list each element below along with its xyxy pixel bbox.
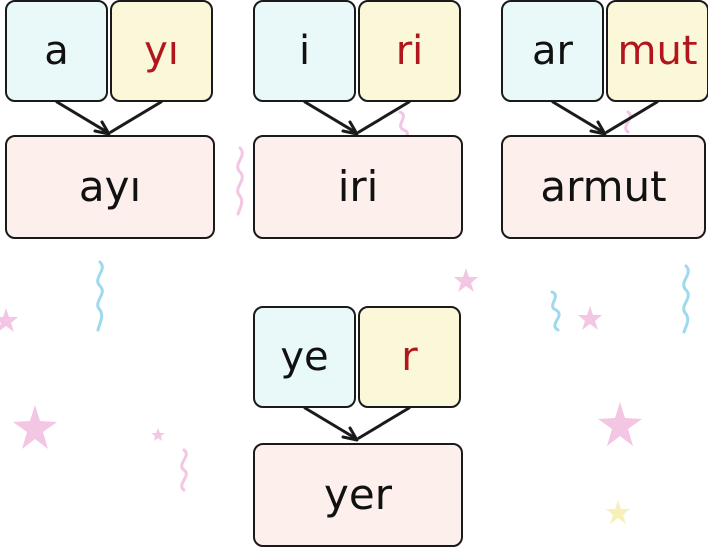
- second-syllable-card: mut: [606, 0, 708, 102]
- combined-word-card: yer: [253, 443, 463, 547]
- star-icon: [454, 268, 478, 292]
- merge-arrows: [303, 100, 411, 136]
- first-syllable-card: ar: [501, 0, 604, 102]
- first-syllable-card: i: [253, 0, 356, 102]
- merge-arrows: [551, 100, 659, 136]
- star-icon: [151, 428, 165, 441]
- syllable-group-iri: i ri iri: [253, 0, 463, 240]
- combined-word-card: armut: [501, 135, 706, 239]
- confetti-icon: [96, 260, 104, 332]
- second-syllable-card: r: [358, 306, 461, 408]
- star-icon: [578, 306, 602, 330]
- syllable-group-ayi: a yı ayı: [5, 0, 215, 240]
- star-icon: [13, 405, 57, 449]
- star-icon: [606, 500, 630, 524]
- syllable-group-armut: ar mut armut: [501, 0, 708, 240]
- merge-arrows: [303, 406, 411, 442]
- confetti-icon: [624, 110, 632, 134]
- second-syllable-card: yı: [110, 0, 213, 102]
- star-icon: [0, 308, 18, 332]
- star-icon: [598, 402, 642, 446]
- merge-arrows: [55, 100, 163, 136]
- combined-word-card: iri: [253, 135, 463, 239]
- confetti-icon: [550, 290, 561, 332]
- second-syllable-card: ri: [358, 0, 461, 102]
- syllable-group-yer: ye r yer: [253, 306, 463, 547]
- first-syllable-card: a: [5, 0, 108, 102]
- first-syllable-card: ye: [253, 306, 356, 408]
- confetti-icon: [236, 146, 244, 216]
- confetti-icon: [682, 264, 690, 334]
- combined-word-card: ayı: [5, 135, 215, 239]
- confetti-icon: [180, 448, 188, 492]
